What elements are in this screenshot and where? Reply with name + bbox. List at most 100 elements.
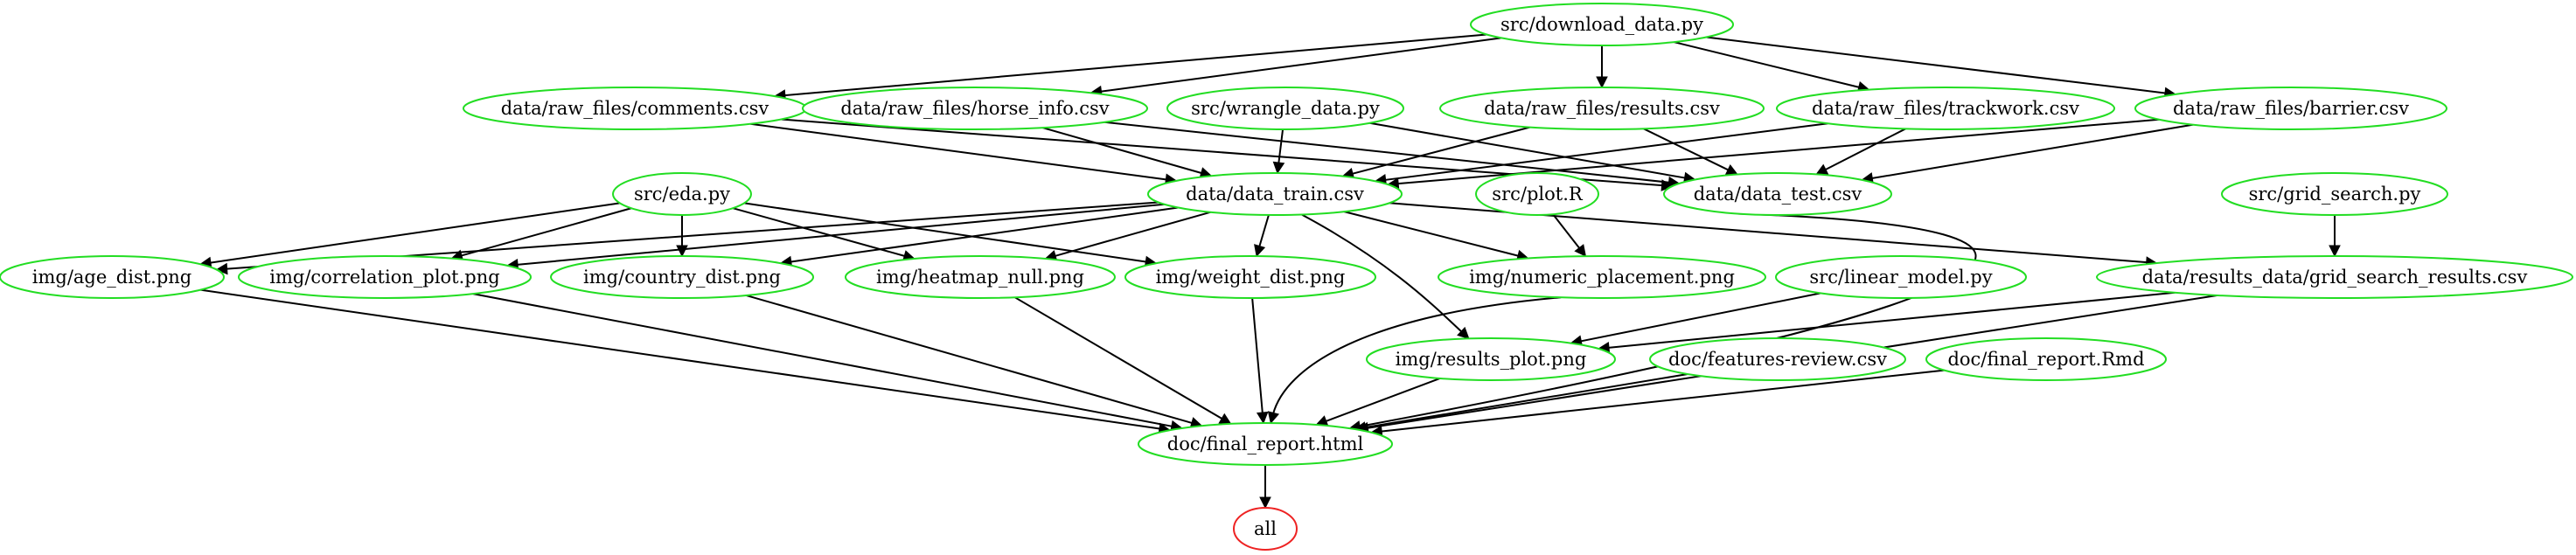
node-ellipse: [550, 255, 814, 299]
node-label: img/country_dist.png: [583, 267, 781, 288]
node-results-plot: img/results_plot.png: [1366, 337, 1616, 381]
node-ellipse: [1166, 87, 1404, 130]
node-label: data/raw_files/comments.csv: [501, 98, 769, 119]
node-ellipse: [2134, 87, 2447, 130]
edge-eda-to-heatmap: [732, 207, 916, 262]
edge-line: [1104, 121, 1671, 184]
node-ellipse: [0, 255, 225, 299]
edge-numeric-to-html: [1267, 296, 1562, 425]
edge-heatmap-to-html: [1014, 296, 1232, 425]
edge-line: [1363, 373, 1688, 429]
node-label: doc/features-review.csv: [1668, 349, 1887, 370]
node-label: data/data_train.csv: [1186, 184, 1364, 205]
node-test: data/data_test.csv: [1663, 172, 1892, 216]
node-age-dist: img/age_dist.png: [0, 255, 225, 299]
node-horse-info: data/raw_files/horse_info.csv: [802, 87, 1148, 130]
node-ellipse: [1925, 337, 2167, 381]
edge-line: [1673, 41, 1861, 89]
node-label: src/wrangle_data.py: [1191, 98, 1380, 119]
node-corr-plot: img/correlation_plot.png: [238, 255, 532, 299]
node-results: data/raw_files/results.csv: [1439, 87, 1765, 130]
node-label: img/results_plot.png: [1396, 349, 1587, 370]
edge-arrowhead: [1596, 76, 1608, 89]
node-ellipse: [1233, 507, 1298, 551]
node-label: src/download_data.py: [1500, 14, 1703, 35]
node-ellipse: [1470, 3, 1734, 46]
edge-line: [200, 288, 1162, 430]
node-plotR: src/plot.R: [1475, 172, 1599, 216]
edge-line: [459, 207, 632, 257]
node-grid-results: data/results_data/grid_search_results.cs…: [2096, 255, 2573, 299]
node-label: img/heatmap_null.png: [876, 267, 1084, 288]
edge-line: [1301, 213, 1464, 334]
edge-line: [1099, 37, 1502, 93]
edge-trackwork-to-test: [1815, 128, 1906, 175]
node-features: doc/features-review.csv: [1649, 337, 1906, 381]
node-ellipse: [612, 172, 752, 216]
node-ellipse: [1776, 87, 2115, 130]
edge-line: [1271, 296, 1562, 415]
edge-html-to-all: [1259, 465, 1271, 510]
edge-grid_search-to-grid_results: [2329, 215, 2341, 258]
node-label: src/linear_model.py: [1809, 267, 1992, 288]
edge-line: [1251, 297, 1264, 415]
edge-arrowhead: [1256, 411, 1269, 425]
node-ellipse: [1649, 337, 1906, 381]
edge-results-to-test: [1643, 128, 1739, 176]
edge-arrowhead: [1272, 161, 1285, 175]
node-ellipse: [1438, 255, 1766, 299]
node-barrier: data/raw_files/barrier.csv: [2134, 87, 2447, 130]
edge-line: [1343, 211, 1521, 258]
node-ellipse: [1663, 172, 1892, 216]
node-html: doc/final_report.html: [1138, 422, 1393, 466]
node-grid-search: src/grid_search.py: [2221, 172, 2448, 216]
node-numeric: img/numeric_placement.png: [1438, 255, 1766, 299]
node-ellipse: [1124, 255, 1376, 299]
node-ellipse: [845, 255, 1116, 299]
node-country-dist: img/country_dist.png: [550, 255, 814, 299]
node-ellipse: [1147, 172, 1403, 216]
edge-arrowhead: [2329, 245, 2341, 258]
edge-line: [783, 33, 1487, 97]
edge-line: [789, 206, 1179, 263]
edge-line: [1041, 127, 1203, 175]
edge-test-to-html: [1348, 212, 1977, 433]
node-ellipse: [2096, 255, 2573, 299]
edge-eda-to-corr_plot: [450, 207, 632, 261]
edge-arrowhead: [1259, 496, 1271, 510]
edge-country_dist-to-html: [745, 294, 1203, 429]
edge-line: [1823, 128, 1906, 171]
node-all: all: [1233, 507, 1298, 551]
edge-line: [208, 202, 620, 264]
edge-download-to-results: [1596, 45, 1608, 89]
edge-arrowhead: [1574, 244, 1587, 257]
node-label: data/data_test.csv: [1694, 184, 1862, 205]
edge-results_plot-to-html: [1315, 377, 1441, 427]
node-ellipse: [1366, 337, 1616, 381]
edge-line: [1380, 369, 1945, 433]
edge-corr_plot-to-html: [472, 293, 1183, 433]
edge-line: [515, 203, 1165, 266]
edge-line: [1552, 213, 1582, 250]
node-download: src/download_data.py: [1470, 3, 1734, 46]
node-label: img/weight_dist.png: [1156, 267, 1346, 288]
edge-weight_dist-to-html: [1251, 297, 1269, 425]
node-train: data/data_train.csv: [1147, 172, 1403, 216]
node-label: src/plot.R: [1492, 184, 1584, 205]
edge-line: [1053, 211, 1211, 258]
edge-barrier-to-test: [1861, 123, 2194, 184]
node-label: doc/final_report.Rmd: [1947, 349, 2144, 370]
edge-line: [750, 122, 1168, 181]
edge-line: [1579, 292, 1821, 343]
node-comments: data/raw_files/comments.csv: [463, 87, 807, 130]
node-label: all: [1254, 518, 1277, 539]
edge-line: [732, 207, 907, 258]
edge-line: [1643, 128, 1730, 172]
node-weight-dist: img/weight_dist.png: [1124, 255, 1376, 299]
edge-arrowhead: [1267, 411, 1280, 425]
edge-line: [1014, 296, 1224, 420]
graph-nodes: src/download_data.py data/raw_files/comme…: [0, 3, 2573, 551]
edge-train-to-weight_dist: [1254, 214, 1270, 258]
edge-line: [472, 293, 1174, 428]
